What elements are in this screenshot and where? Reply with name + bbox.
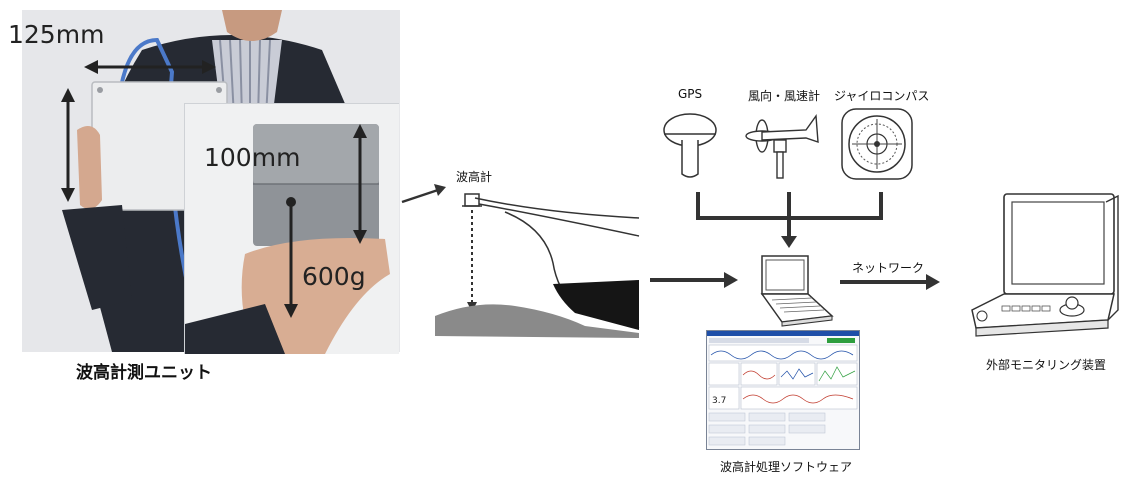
anemometer-label: 風向・風速計 bbox=[748, 89, 821, 103]
wave-meter-label: 波高計 bbox=[456, 170, 493, 184]
gps-label: GPS bbox=[678, 87, 703, 101]
external-monitor-icon bbox=[971, 193, 1119, 337]
anemometer-icon bbox=[745, 114, 819, 179]
arrow-to-laptop bbox=[650, 272, 738, 288]
gps-icon bbox=[663, 113, 717, 178]
gyro-label: ジャイロコンパス bbox=[834, 89, 930, 103]
software-caption: 波高計処理ソフトウェア bbox=[720, 460, 853, 474]
arrow-to-wave-meter bbox=[401, 184, 446, 204]
laptop-icon bbox=[760, 255, 834, 327]
network-label: ネットワーク bbox=[852, 261, 925, 275]
unit-inset-drawing bbox=[185, 104, 399, 354]
software-big-value: 3.7 bbox=[712, 396, 726, 406]
unit-caption: 波高計測ユニット bbox=[76, 363, 212, 383]
sensor-connector bbox=[696, 192, 883, 248]
width-dimension-label: 125mm bbox=[8, 20, 105, 49]
wave-sensor-icon bbox=[464, 193, 480, 207]
software-screenshot: 3.7 bbox=[706, 330, 860, 450]
software-screen-drawing: 3.7 bbox=[707, 331, 859, 446]
unit-inset-photo bbox=[184, 103, 399, 354]
ship-diagram bbox=[435, 193, 640, 338]
weight-label: 600g bbox=[302, 262, 366, 291]
arrow-to-external-monitor bbox=[840, 274, 940, 290]
external-monitor-caption: 外部モニタリング装置 bbox=[986, 358, 1107, 372]
gyro-compass-icon bbox=[841, 108, 913, 180]
height-dimension-label: 100mm bbox=[204, 143, 301, 172]
